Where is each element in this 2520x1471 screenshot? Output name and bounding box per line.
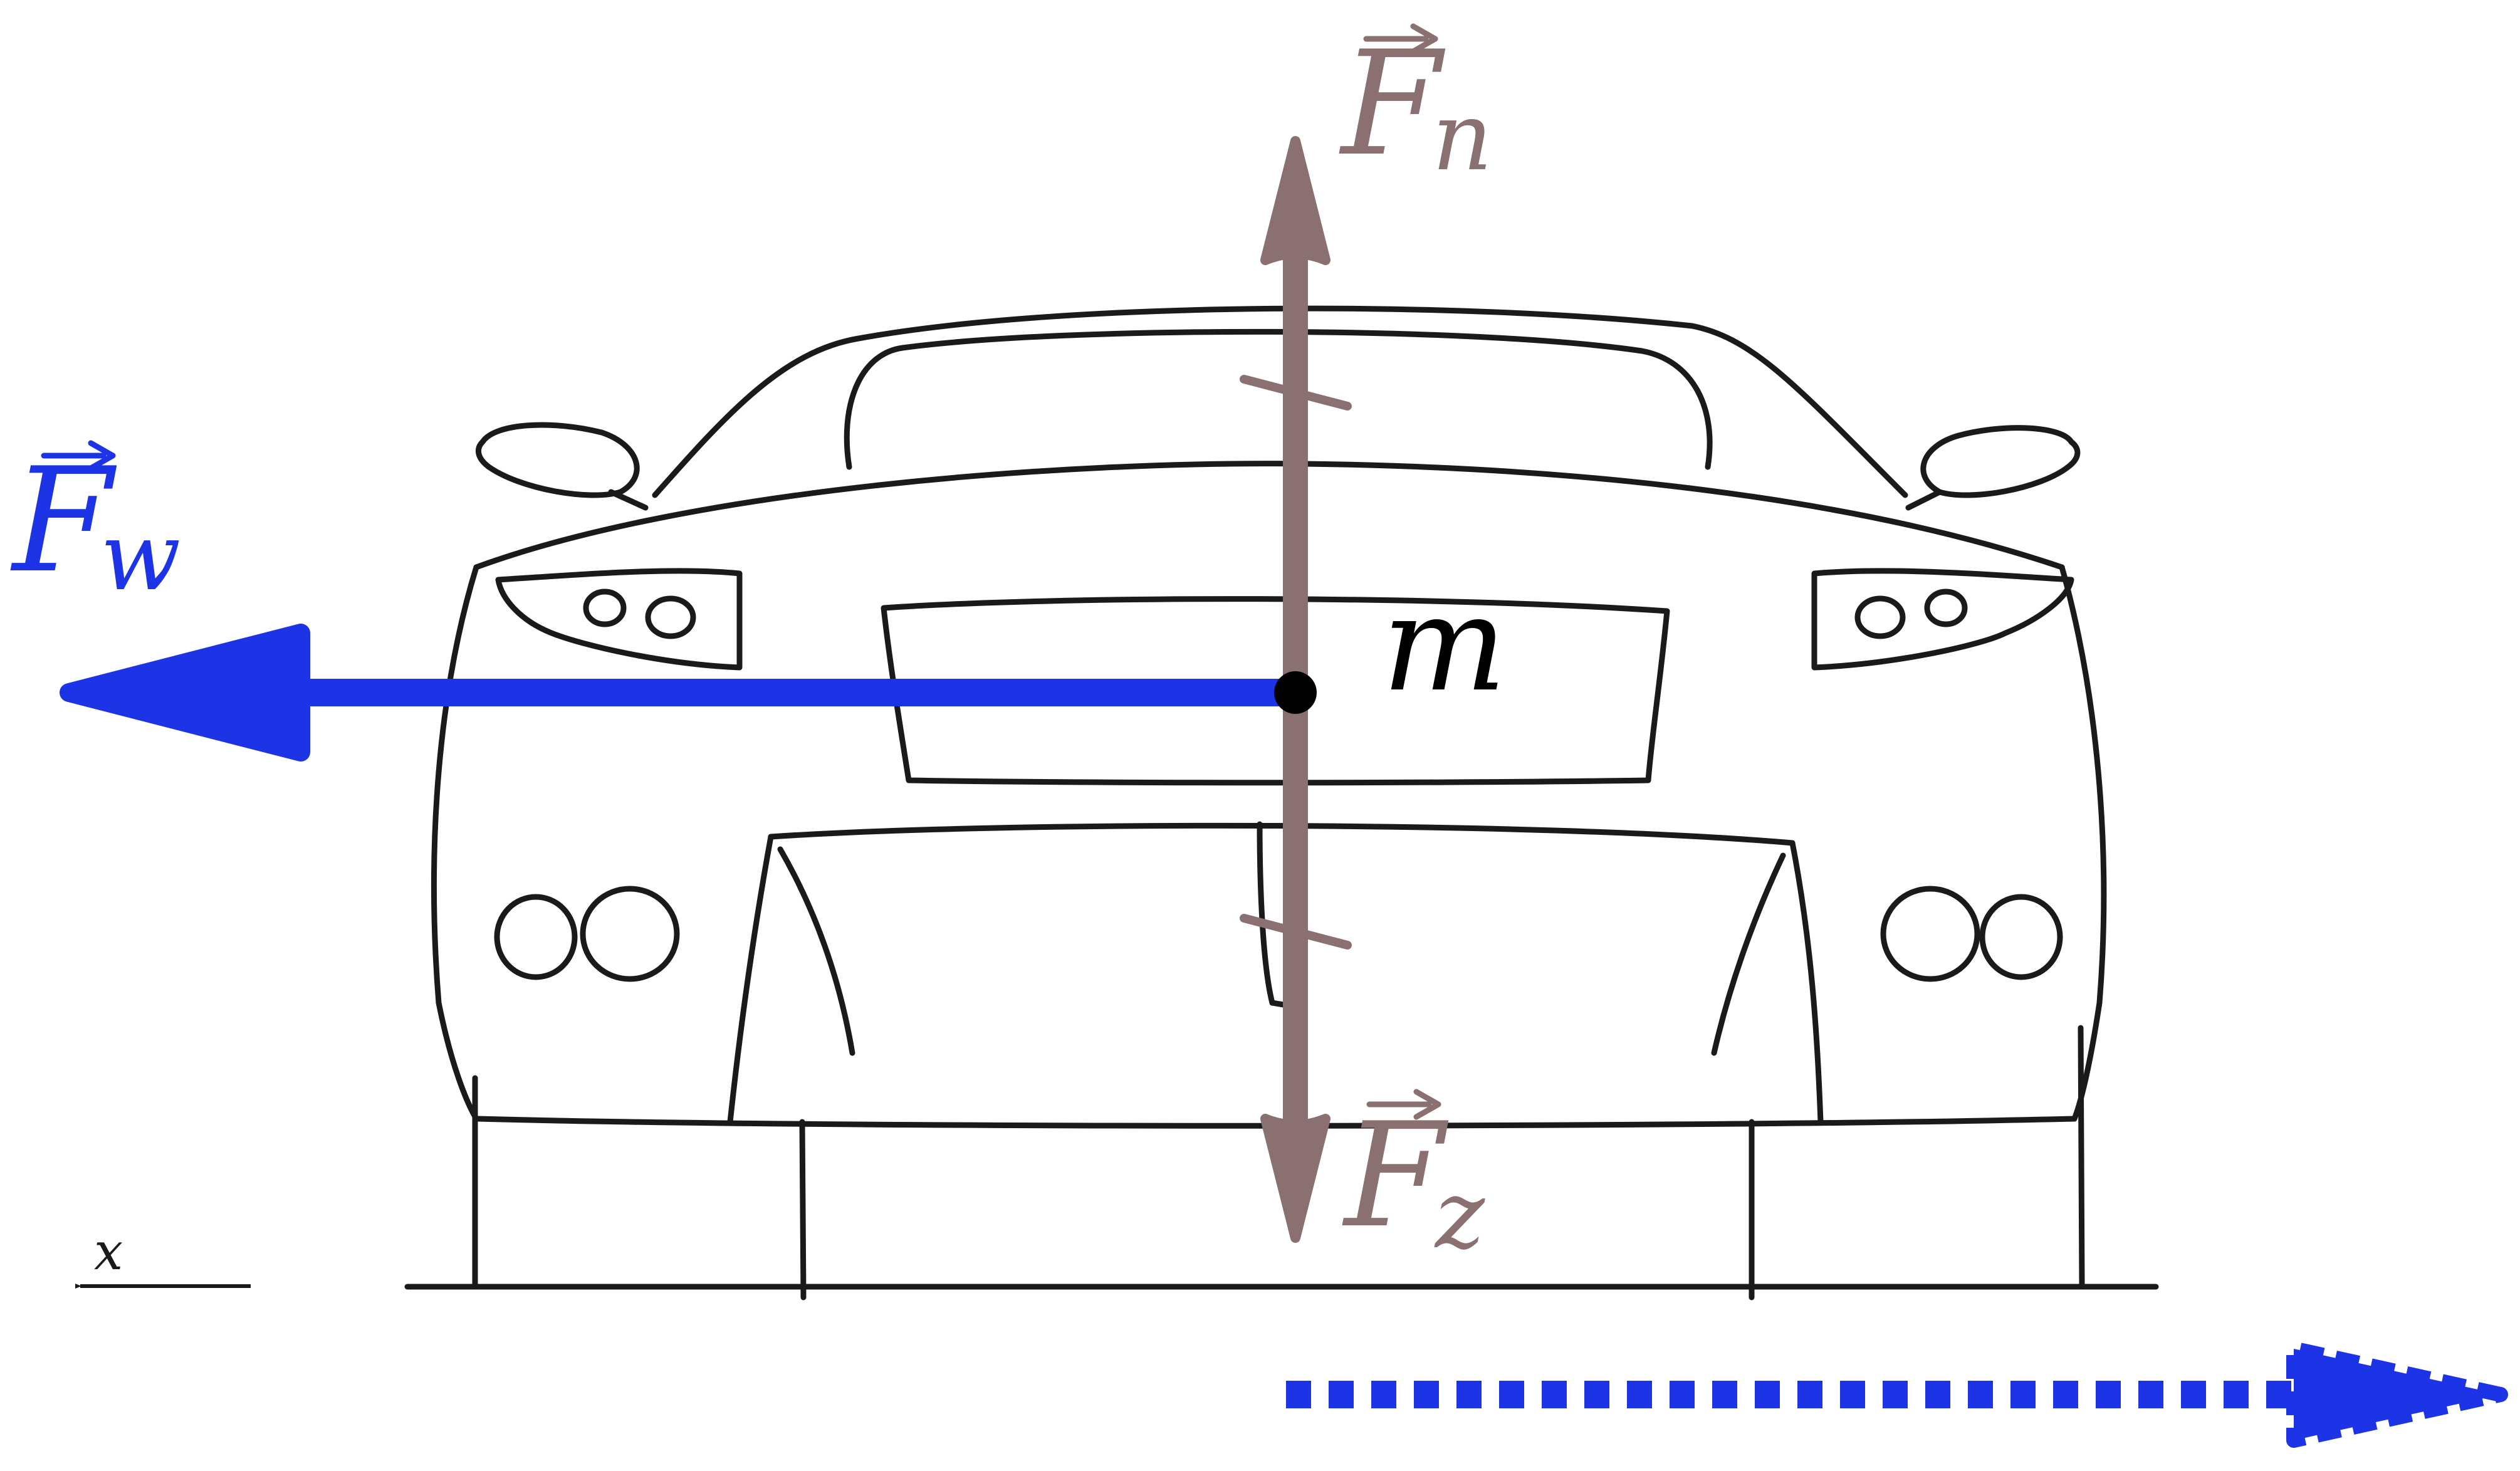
hood-line	[473, 461, 2065, 570]
x-axis-label: x	[94, 1222, 123, 1282]
right-mirror-stem	[1905, 489, 1943, 511]
left-fog-light-2	[580, 886, 680, 982]
right-headlight	[1811, 568, 2074, 671]
right-wheel-outer	[2078, 1025, 2085, 1288]
body-bottom	[473, 1116, 2078, 1129]
left-mirror	[476, 422, 640, 498]
lower-bumper-right	[1789, 840, 1824, 1125]
wind-force-arrowhead	[60, 624, 310, 762]
wind-force-arrow	[60, 624, 1309, 762]
right-fog-light-1	[1880, 886, 1980, 982]
lower-bumper	[768, 822, 1796, 846]
center-intake	[1257, 821, 1294, 1009]
right-vent	[1711, 852, 1786, 1056]
equal-tick-upper	[1240, 375, 1352, 411]
motion-dotted-arrowhead	[2286, 1341, 2508, 1448]
right-fog-light-2	[1979, 894, 2063, 980]
x-axis-indicator: x	[75, 1222, 251, 1289]
gravity-force-subscript: z	[1434, 1161, 1485, 1270]
left-headlight-lens-1	[583, 589, 627, 627]
vector-overarrow-icon	[88, 440, 116, 471]
normal-force-arrowhead	[1260, 136, 1331, 265]
normal-force-label: F n	[1339, 21, 1493, 192]
left-vent	[777, 846, 855, 1056]
right-headlight-lens-2	[1924, 589, 1968, 627]
right-headlight-lens-1	[1854, 595, 1906, 639]
right-mirror	[1920, 425, 2081, 498]
left-wheel-inner	[799, 1119, 807, 1301]
gravity-force-label: F z	[1342, 1089, 1485, 1270]
gravity-force-symbol: F	[1342, 1092, 1449, 1260]
normal-force-subscript: n	[1432, 83, 1493, 192]
vector-overarrow-icon	[1410, 23, 1438, 55]
rear-window	[844, 328, 1713, 470]
normal-force-symbol: F	[1339, 21, 1446, 188]
motion-direction-arrow	[1286, 1341, 2508, 1448]
center-of-mass-dot	[1274, 671, 1317, 714]
wind-force-label: F w	[10, 437, 180, 612]
wind-force-symbol: F	[10, 437, 117, 605]
left-headlight-lens-2	[645, 595, 696, 639]
body-left-side	[431, 564, 479, 1122]
car-front-view-icon	[404, 305, 2159, 1301]
vector-overarrow-icon	[1413, 1089, 1441, 1120]
lower-bumper-left	[727, 834, 774, 1125]
mass-label: m	[1382, 567, 1507, 721]
upper-grille	[881, 596, 1670, 786]
wind-force-subscript: w	[100, 503, 180, 612]
roof-outline	[652, 305, 1908, 498]
left-mirror-stem	[608, 489, 649, 511]
left-fog-light-1	[494, 894, 578, 980]
body-right-side	[2059, 564, 2107, 1122]
equal-tick-lower	[1240, 914, 1352, 950]
left-headlight	[495, 568, 743, 671]
gravity-force-arrowhead	[1260, 1114, 1331, 1243]
